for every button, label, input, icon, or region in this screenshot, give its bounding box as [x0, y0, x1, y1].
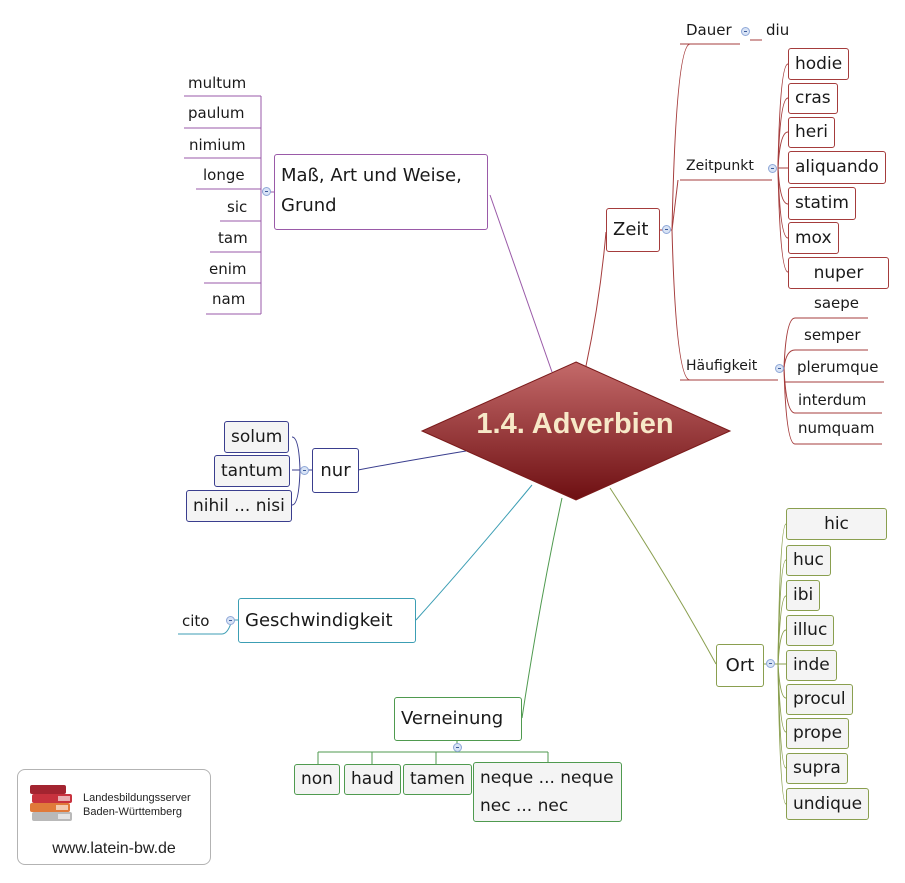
item-diu[interactable]: diu [766, 21, 790, 39]
item-neque-neque[interactable]: neque ... neque nec ... nec [473, 762, 622, 822]
item-inde[interactable]: inde [786, 650, 837, 681]
books-logo-icon [30, 785, 72, 821]
topic-mass-art-weise-grund[interactable]: Maß, Art und Weise, Grund [274, 154, 488, 230]
item-undique[interactable]: undique [786, 788, 870, 820]
item-tamen[interactable]: tamen [403, 764, 472, 795]
item-cras[interactable]: cras [788, 83, 838, 114]
logo-title-line2: Baden-Württemberg [83, 806, 183, 818]
item-tam[interactable]: tam [218, 229, 248, 247]
topic-geschwindigkeit[interactable]: Geschwindigkeit [238, 598, 416, 643]
logo-card[interactable]: Landesbildungsserver Baden-Württemberg w… [17, 769, 211, 865]
item-haud[interactable]: haud [344, 764, 401, 795]
center-diamond [420, 361, 732, 501]
item-cito[interactable]: cito [182, 612, 210, 630]
item-hic[interactable]: hic [786, 508, 887, 540]
item-illuc[interactable]: illuc [786, 615, 835, 646]
collapse-zeitpunkt-icon[interactable] [768, 164, 777, 173]
item-neque-neque-line1: neque ... neque [480, 768, 614, 788]
item-non[interactable]: non [294, 764, 340, 795]
topic-ort[interactable]: Ort [716, 644, 764, 687]
topic-zeit[interactable]: Zeit [606, 208, 660, 252]
topic-nur[interactable]: nur [312, 448, 359, 493]
collapse-ort-icon[interactable] [766, 659, 775, 668]
item-nam[interactable]: nam [212, 290, 246, 308]
item-huc[interactable]: huc [786, 545, 831, 576]
item-hodie[interactable]: hodie [788, 48, 850, 80]
item-procul[interactable]: procul [786, 684, 853, 715]
logo-title-line1: Landesbildungsserver [83, 792, 191, 804]
item-supra[interactable]: supra [786, 753, 848, 784]
subtopic-dauer[interactable]: Dauer [686, 21, 732, 39]
item-aliquando[interactable]: aliquando [788, 151, 886, 184]
item-sic[interactable]: sic [227, 198, 248, 216]
collapse-zeit-icon[interactable] [662, 225, 671, 234]
collapse-mass-icon[interactable] [262, 187, 271, 196]
collapse-dauer-icon[interactable] [741, 27, 750, 36]
item-nuper[interactable]: nuper [788, 257, 889, 289]
item-interdum[interactable]: interdum [798, 391, 867, 409]
item-paulum[interactable]: paulum [188, 104, 245, 122]
item-numquam[interactable]: numquam [798, 419, 875, 437]
item-enim[interactable]: enim [209, 260, 247, 278]
item-plerumque[interactable]: plerumque [797, 358, 879, 376]
collapse-nur-icon[interactable] [300, 466, 309, 475]
subtopic-haeufigkeit[interactable]: Häufigkeit [686, 358, 758, 374]
item-longe[interactable]: longe [203, 166, 245, 184]
center-topic-label[interactable]: 1.4. Adverbien [476, 408, 674, 440]
item-prope[interactable]: prope [786, 718, 850, 749]
item-nimium[interactable]: nimium [189, 136, 246, 154]
item-multum[interactable]: multum [188, 74, 247, 92]
collapse-geschwindigkeit-icon[interactable] [226, 616, 235, 625]
item-ibi[interactable]: ibi [786, 580, 821, 611]
item-nec-nec-line2: nec ... nec [480, 796, 569, 816]
item-solum[interactable]: solum [224, 421, 290, 453]
item-statim[interactable]: statim [788, 187, 856, 220]
item-mox[interactable]: mox [788, 222, 839, 254]
topic-verneinung[interactable]: Verneinung [394, 697, 522, 741]
collapse-verneinung-icon[interactable] [453, 743, 462, 752]
item-semper[interactable]: semper [804, 326, 861, 344]
item-nihil-nisi[interactable]: nihil ... nisi [186, 490, 292, 522]
item-tantum[interactable]: tantum [214, 455, 290, 487]
logo-url-link[interactable]: www.latein-bw.de [52, 840, 176, 857]
topic-mass-line1: Maß, Art und Weise, [281, 165, 462, 186]
subtopic-zeitpunkt[interactable]: Zeitpunkt [686, 158, 754, 174]
item-heri[interactable]: heri [788, 117, 835, 148]
collapse-haeufigkeit-icon[interactable] [775, 364, 784, 373]
item-saepe[interactable]: saepe [814, 294, 859, 312]
topic-mass-line2: Grund [281, 195, 337, 216]
